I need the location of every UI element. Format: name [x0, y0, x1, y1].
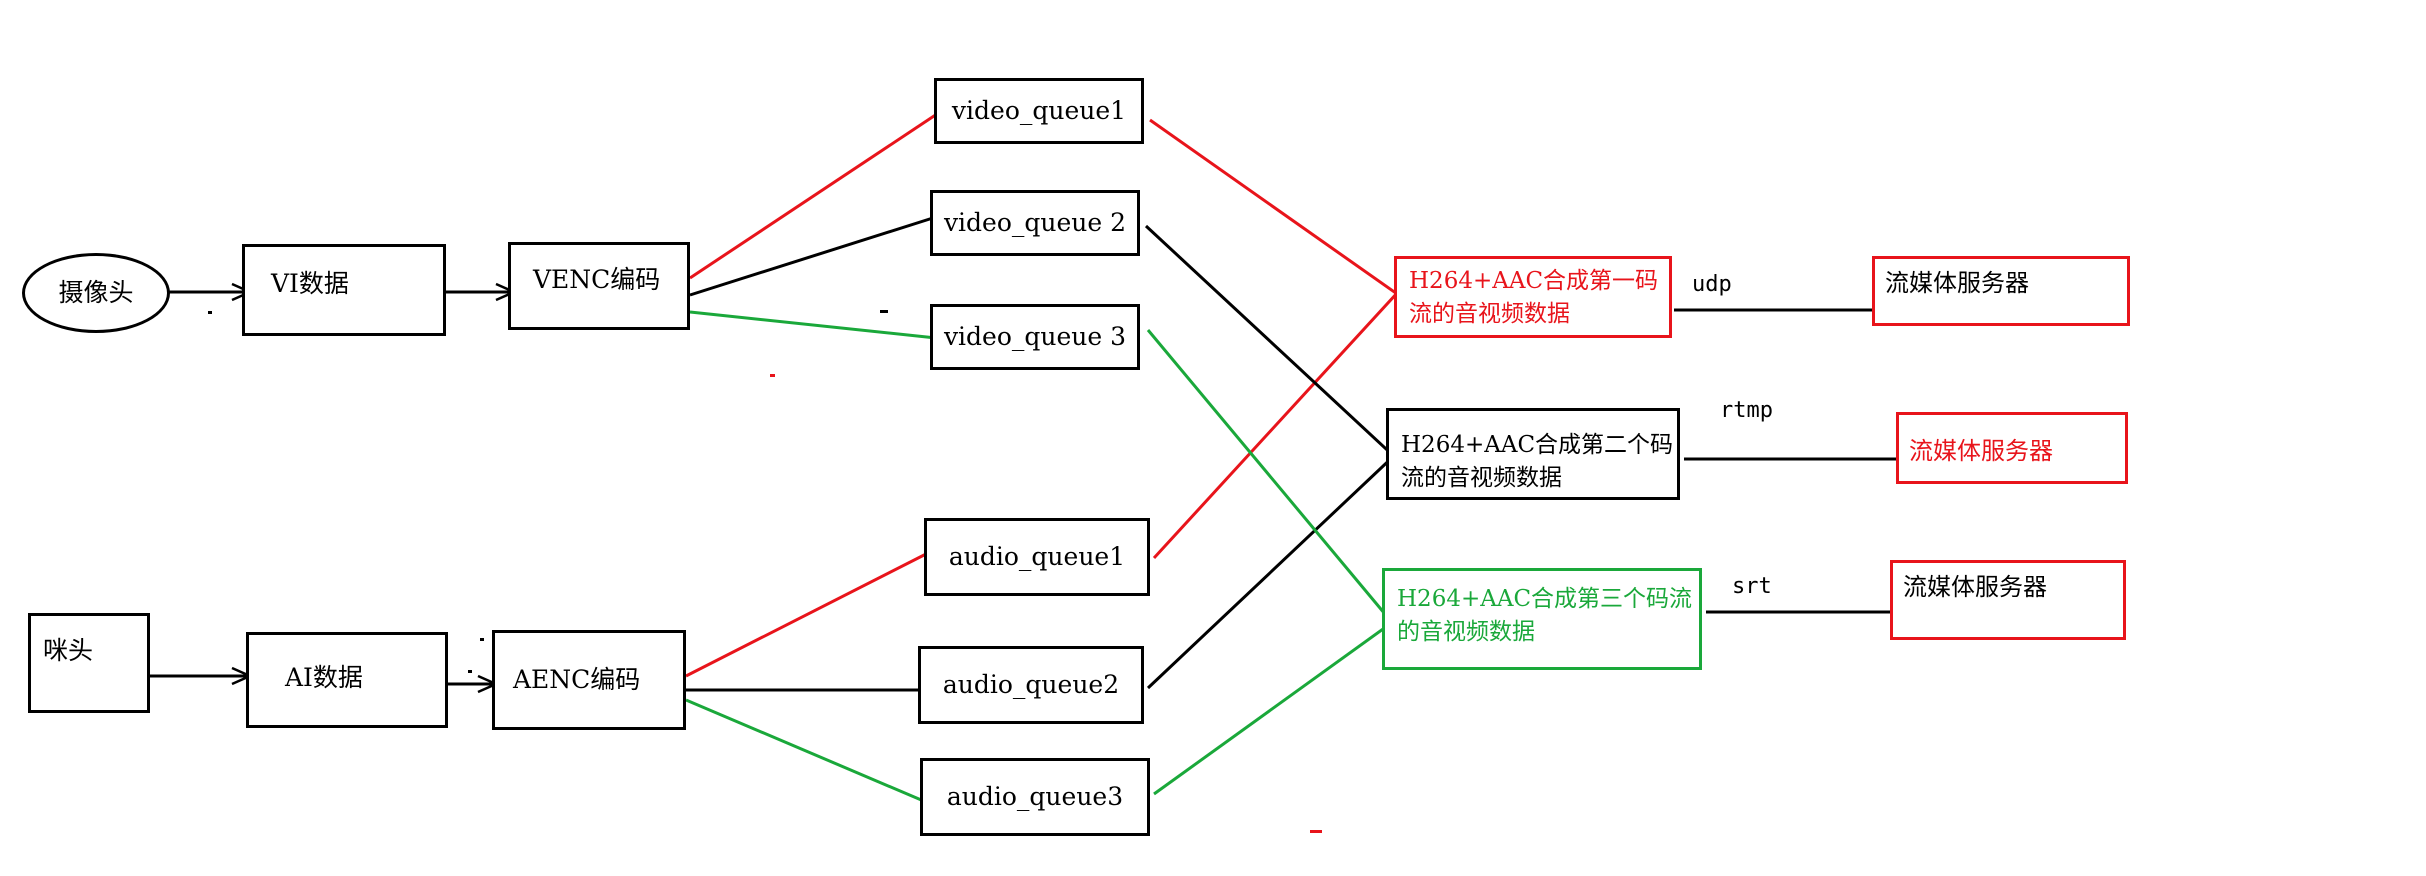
- stray-mark: [480, 638, 484, 641]
- audio-queue-3: audio_queue3: [920, 758, 1150, 836]
- stray-mark: [880, 310, 888, 313]
- edge-venc-vq3: [689, 310, 937, 340]
- audio-queue-2: audio_queue2: [918, 646, 1144, 724]
- vi-data-node: VI数据: [242, 244, 446, 336]
- edge-aenc-aq3: [685, 698, 927, 804]
- edge-vq3-mux3: [1146, 329, 1392, 621]
- muxer-stream-1: H264+AAC合成第一码流的音视频数据: [1394, 256, 1672, 338]
- stray-mark: [770, 374, 775, 377]
- edge-venc-vq2: [689, 215, 937, 297]
- edge-vq2-mux2: [1144, 224, 1400, 462]
- streaming-server-1: 流媒体服务器: [1872, 256, 2130, 326]
- muxer-stream-3: H264+AAC合成第三个码流的音视频数据: [1382, 568, 1702, 670]
- stray-mark: [468, 670, 472, 673]
- protocol-label-srt: srt: [1732, 574, 1772, 599]
- ai-data-node: AI数据: [246, 632, 448, 728]
- protocol-label-udp: udp: [1692, 272, 1732, 297]
- edge-vq1-mux1: [1149, 118, 1401, 298]
- edge-aq1-mux1: [1152, 290, 1400, 560]
- venc-encoder-node: VENC编码: [508, 242, 690, 330]
- streaming-server-2: 流媒体服务器: [1896, 412, 2128, 484]
- video-queue-3: video_queue 3: [930, 304, 1140, 370]
- mic-node: 咪头: [28, 613, 150, 713]
- streaming-server-3: 流媒体服务器: [1890, 560, 2126, 640]
- protocol-label-rtmp: rtmp: [1720, 398, 1773, 423]
- edge-aq3-mux3: [1153, 622, 1391, 796]
- video-queue-1: video_queue1: [934, 78, 1144, 144]
- stray-mark: [1310, 830, 1322, 833]
- edge-aq2-mux2: [1146, 450, 1400, 690]
- aenc-encoder-node: AENC编码: [492, 630, 686, 730]
- camera-node: 摄像头: [22, 253, 170, 333]
- muxer-stream-2: H264+AAC合成第二个码流的音视频数据: [1386, 408, 1680, 500]
- edge-aenc-aq1: [685, 550, 931, 678]
- video-queue-2: video_queue 2: [930, 190, 1140, 256]
- audio-queue-1: audio_queue1: [924, 518, 1150, 596]
- edge-venc-vq1: [689, 110, 941, 280]
- stray-mark: [208, 311, 212, 314]
